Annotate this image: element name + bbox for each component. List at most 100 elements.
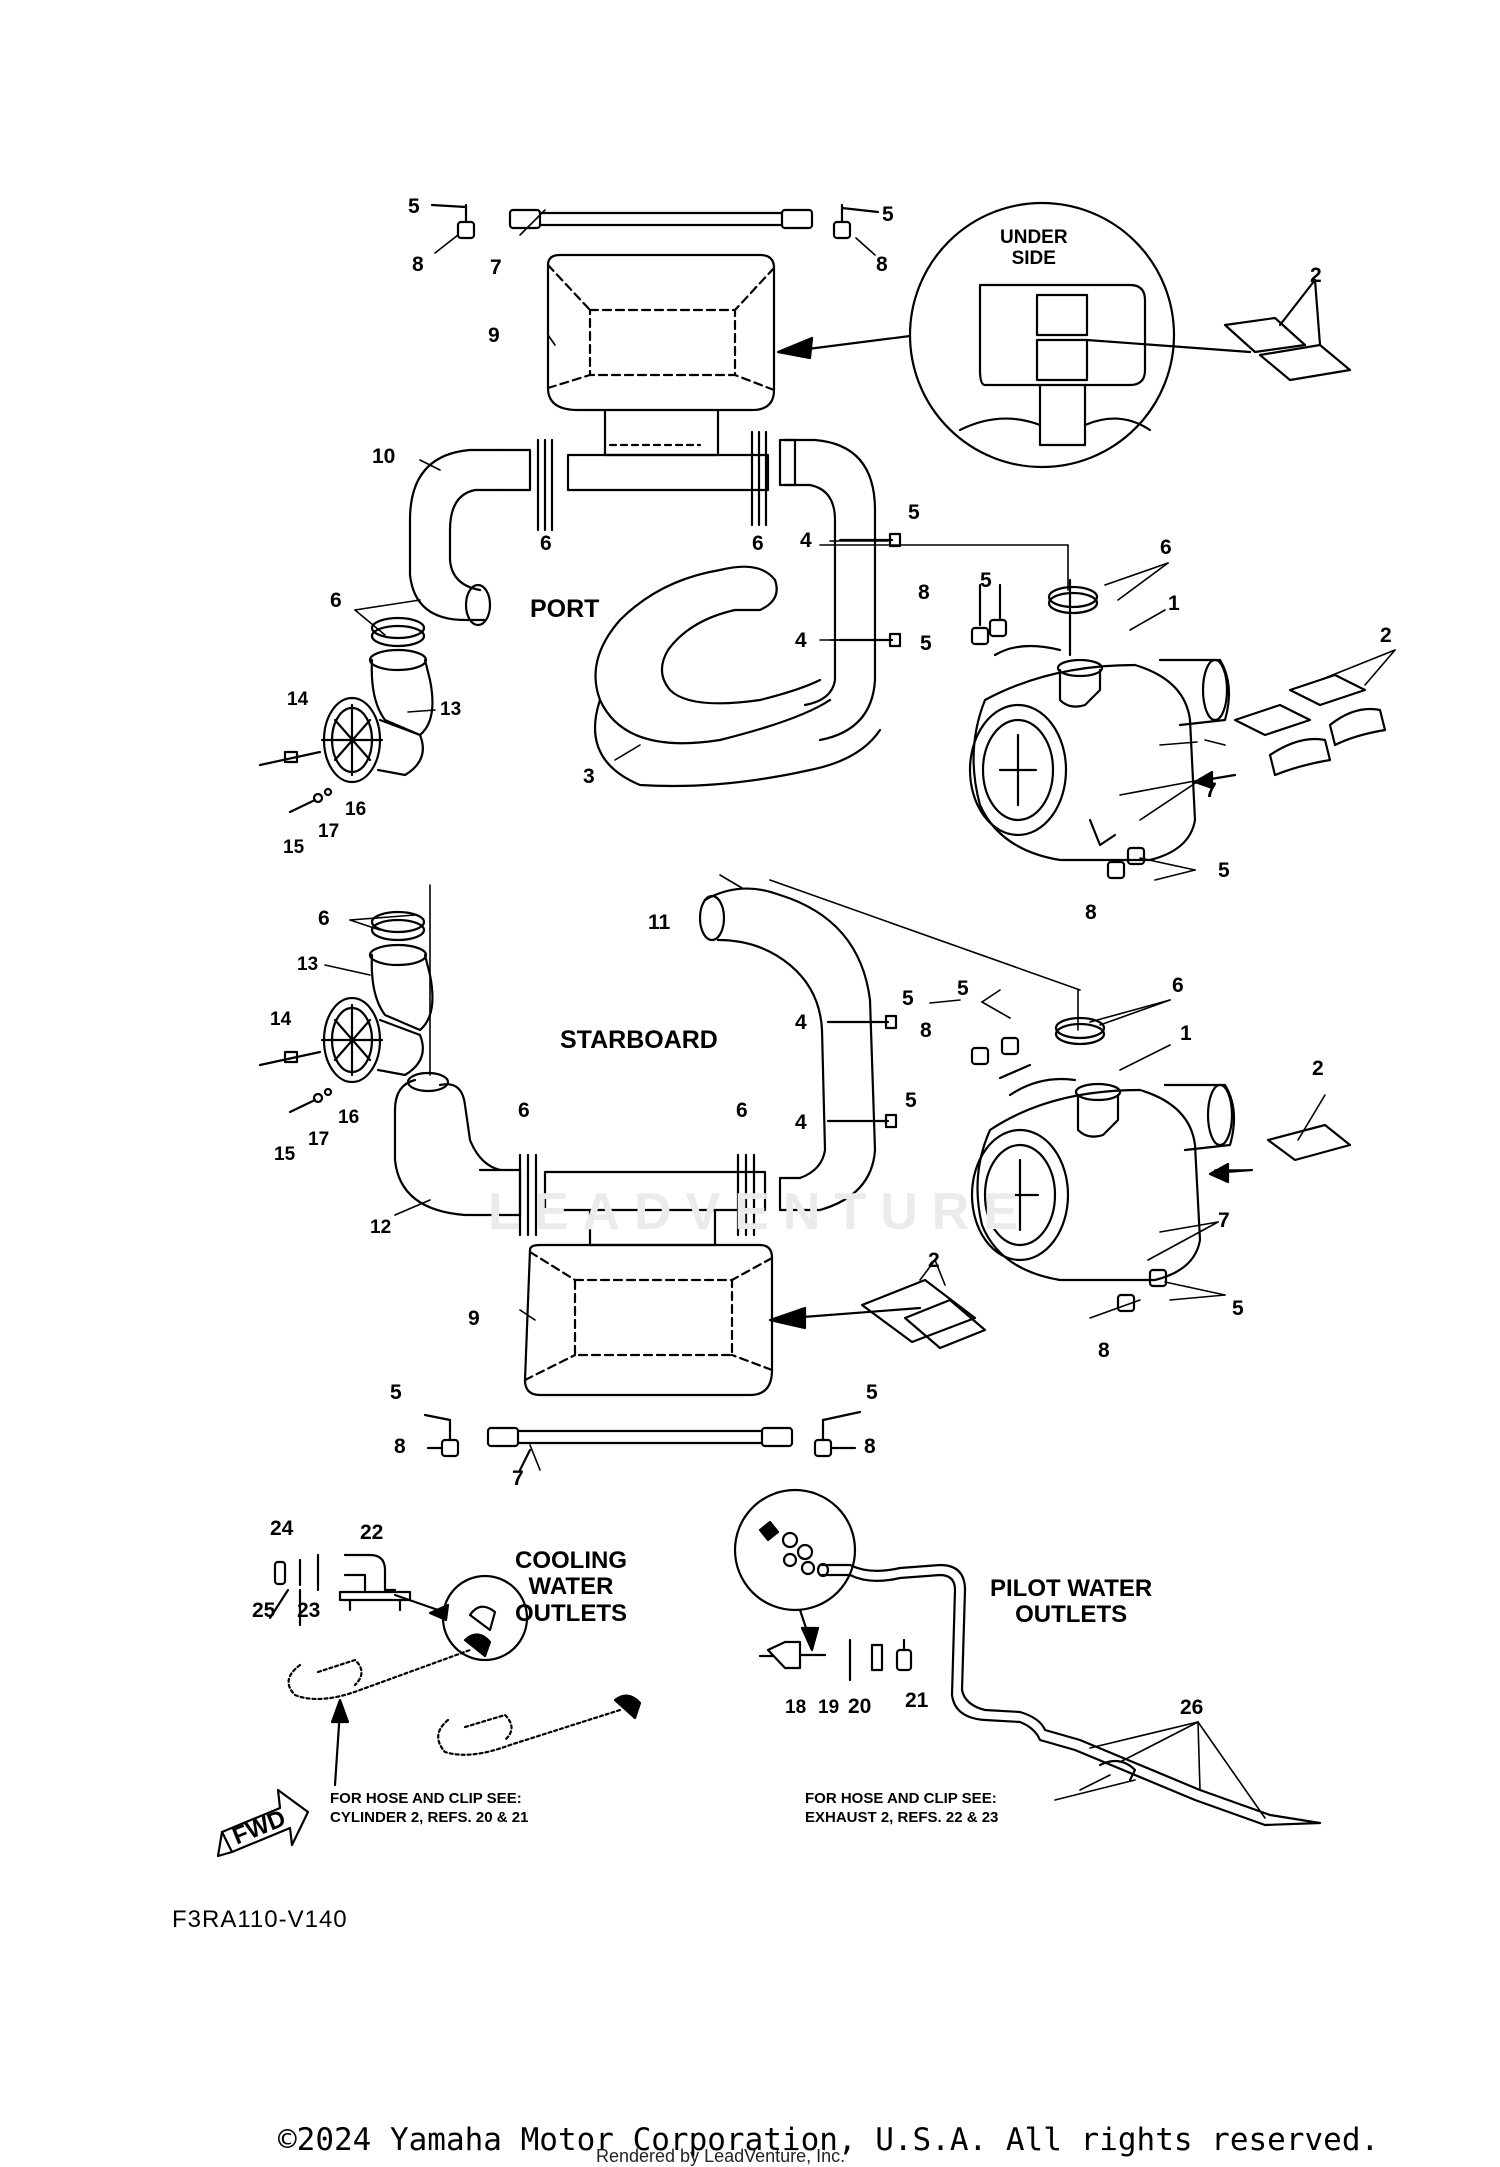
callout: 3 (583, 765, 595, 788)
clips-starboard-duct (826, 1014, 1020, 1129)
cooling-outlet-caps (463, 1633, 642, 1720)
pilot-hose (816, 1562, 1322, 1827)
callout: 4 (800, 529, 812, 552)
bands-port (536, 430, 768, 532)
callout: 6 (752, 532, 764, 555)
callout: 11 (648, 911, 671, 934)
foam-pads-top (1223, 278, 1352, 382)
leaders-port (354, 209, 1396, 881)
label-under-side: UNDER SIDE (1000, 227, 1068, 269)
callout: 6 (318, 907, 330, 930)
fwd-arrow (216, 1788, 310, 1858)
callout: 5 (908, 501, 920, 524)
callout: 23 (297, 1599, 321, 1622)
callout: 1 (1180, 1022, 1192, 1045)
callout: 4 (795, 1111, 807, 1134)
callout: 14 (270, 1009, 292, 1030)
callout: 8 (394, 1435, 406, 1458)
label-pilot-water-outlets: PILOT WATER OUTLETS (990, 1575, 1153, 1629)
pilot-leaders (1054, 1721, 1266, 1819)
cooling-parts (268, 1553, 529, 1662)
airbox-port (546, 253, 776, 492)
arrow-underside (776, 334, 912, 360)
callout: 5 (905, 1089, 917, 1112)
clips-bottom (423, 1410, 862, 1458)
callout: 14 (287, 689, 309, 710)
callout: 8 (1085, 901, 1097, 924)
callout: 7 (512, 1467, 524, 1490)
callout: 1 (1168, 592, 1180, 615)
callout: 4 (795, 1011, 807, 1034)
callout: 9 (488, 324, 500, 347)
callout: 16 (345, 799, 367, 820)
clips-port-duct (838, 532, 1008, 648)
callout: 5 (957, 977, 969, 1000)
callout: 5 (866, 1381, 878, 1404)
label-starboard: STARBOARD (560, 1026, 718, 1054)
callout: 8 (876, 253, 888, 276)
callout: 15 (274, 1144, 296, 1165)
callout: 18 (785, 1697, 807, 1718)
arrow-pilot-parts (798, 1608, 820, 1652)
callout: 5 (980, 569, 992, 592)
underside-detail (908, 201, 1252, 469)
arrow-pads-port (1193, 770, 1237, 790)
pilot-detail-circle (733, 1488, 857, 1612)
callout: 5 (902, 987, 914, 1010)
callout: 6 (330, 589, 342, 612)
callout: 5 (1232, 1297, 1244, 1320)
callout: 15 (283, 837, 305, 858)
callout: 26 (1180, 1696, 1204, 1719)
label-cooling-water-outlets: COOLING WATER OUTLETS (515, 1547, 627, 1627)
callout: 21 (905, 1689, 929, 1712)
callout: 22 (360, 1521, 384, 1544)
duct-10 (408, 448, 532, 627)
callout: 17 (308, 1129, 330, 1150)
callout: 16 (338, 1107, 360, 1128)
leaders-starboard (324, 874, 1326, 1471)
callout: 5 (920, 632, 932, 655)
band-starboard-right (1054, 1016, 1106, 1046)
callout: 5 (882, 203, 894, 226)
callout: 5 (390, 1381, 402, 1404)
callout: 19 (818, 1697, 840, 1718)
callout: 13 (297, 954, 319, 975)
callout: 9 (468, 1307, 480, 1330)
arrow-pad-starboard (768, 1306, 922, 1330)
bands-starboard (518, 1153, 756, 1237)
foam-pad-starboard-right (1266, 1123, 1352, 1162)
air-filter-port (968, 578, 1231, 862)
elbow-fan-starboard (258, 910, 434, 1114)
callout: 5 (408, 195, 420, 218)
air-filter-starboard (970, 1063, 1236, 1282)
strap-top (508, 208, 814, 230)
callout: 2 (1310, 264, 1322, 287)
callout: 8 (412, 253, 424, 276)
callout: 8 (920, 1019, 932, 1042)
callout: 6 (1160, 536, 1172, 559)
foam-pads-port (1233, 673, 1387, 777)
note-exhaust-ref: FOR HOSE AND CLIP SEE: EXHAUST 2, REFS. … (805, 1790, 999, 1826)
clips-port-lower (1088, 818, 1146, 880)
callout: 24 (270, 1517, 294, 1540)
clip-top-right (832, 203, 880, 240)
duct-port-right (778, 438, 877, 742)
arrow-pad-starboard-right (1208, 1162, 1254, 1184)
callout: 5 (1218, 859, 1230, 882)
callout: 7 (490, 256, 502, 279)
label-port: PORT (530, 595, 600, 623)
callout: 8 (864, 1435, 876, 1458)
hose-3 (593, 565, 882, 788)
foam-pad-starboard-lower (860, 1278, 987, 1350)
strap-bottom (486, 1426, 794, 1472)
callout: 20 (848, 1695, 872, 1718)
pilot-fittings (758, 1638, 913, 1682)
duct-11 (698, 887, 877, 1212)
callout: 2 (1312, 1057, 1324, 1080)
arrow-cooling-note (330, 1698, 350, 1787)
callout: 6 (1172, 974, 1184, 997)
callout: 8 (1098, 1339, 1110, 1362)
callout: 7 (1218, 1209, 1230, 1232)
callout: 6 (518, 1099, 530, 1122)
